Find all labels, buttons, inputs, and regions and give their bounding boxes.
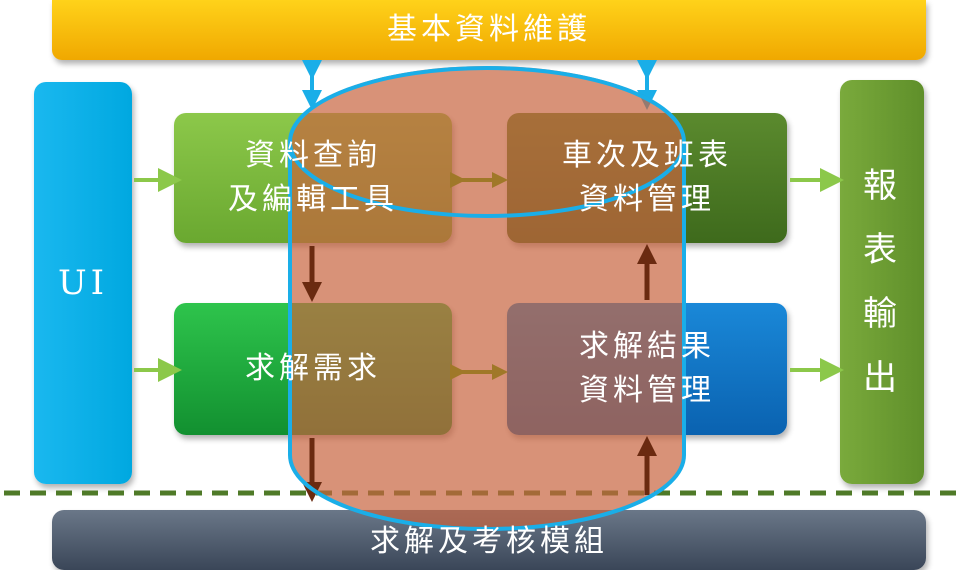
report-output-block: 報 表 輸 出 xyxy=(840,80,924,484)
report-char: 表 xyxy=(863,230,901,270)
module-label: 求解及考核模組 xyxy=(370,524,608,559)
report-char: 出 xyxy=(863,358,901,398)
cylinder-body-outline xyxy=(288,142,686,531)
connectors-overlay xyxy=(4,60,964,531)
ui-block: UI xyxy=(34,82,132,484)
basic-data-maintenance-module: 基本資料維護 xyxy=(52,0,926,60)
box-line: 求解需求 xyxy=(245,351,381,386)
report-char: 報 xyxy=(863,166,901,206)
box-line: 及編輯工具 xyxy=(228,182,398,217)
box-line: 車次及班表 xyxy=(562,138,732,173)
box-line: 資料查詢 xyxy=(245,138,381,173)
box-line: 資料管理 xyxy=(579,182,715,217)
box-line: 求解結果 xyxy=(579,329,715,364)
report-char: 輸 xyxy=(863,294,901,334)
database-cylinder xyxy=(290,66,684,529)
ui-label: UI xyxy=(57,263,109,303)
box-line: 資料管理 xyxy=(579,373,715,408)
module-label: 基本資料維護 xyxy=(387,12,591,47)
